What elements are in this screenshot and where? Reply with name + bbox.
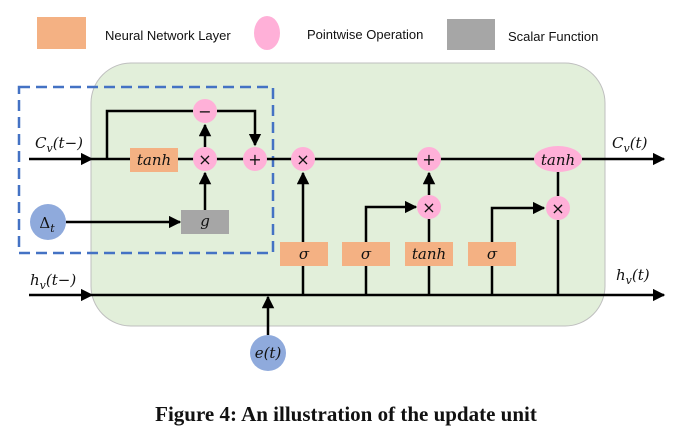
legend-pointwise-label: Pointwise Operation bbox=[307, 27, 423, 42]
svg-text:g: g bbox=[200, 212, 210, 230]
cell-background bbox=[90, 62, 606, 327]
svg-text:Δt: Δt bbox=[39, 214, 55, 235]
svg-text:tanh: tanh bbox=[412, 245, 446, 263]
svg-text:+: + bbox=[422, 150, 435, 169]
legend-scalar-swatch bbox=[447, 19, 495, 50]
legend-pointwise-swatch bbox=[254, 16, 280, 50]
delta-t-input-node: Δt bbox=[30, 204, 66, 240]
g-scalar-function: g bbox=[181, 210, 229, 234]
legend-neural-layer-label: Neural Network Layer bbox=[105, 28, 231, 43]
figure-caption: Figure 4: An illustration of the update … bbox=[155, 402, 537, 426]
sigma-layer-output: σ bbox=[468, 242, 516, 266]
svg-text:×: × bbox=[551, 199, 564, 218]
svg-text:tanh: tanh bbox=[541, 151, 575, 169]
sigma-layer-input: σ bbox=[342, 242, 390, 266]
cell-state-input-label: Cv(t−) bbox=[35, 134, 83, 155]
legend-neural-layer-swatch bbox=[37, 17, 86, 49]
event-input-node: e(t) bbox=[250, 335, 286, 371]
multiply-op-forget: × bbox=[291, 147, 315, 171]
plus-op-decay: + bbox=[243, 147, 267, 171]
tanh-op-output: tanh bbox=[534, 146, 582, 172]
svg-text:σ: σ bbox=[361, 245, 372, 263]
legend: Neural Network Layer Pointwise Operation… bbox=[37, 16, 598, 50]
time-decay-dashed-box bbox=[17, 85, 275, 255]
multiply-op-decay: × bbox=[193, 147, 217, 171]
multiply-op-input: × bbox=[417, 195, 441, 219]
multiply-op-output: × bbox=[546, 196, 570, 220]
svg-text:+: + bbox=[248, 150, 261, 169]
hidden-state-output-label: hv(t) bbox=[616, 266, 650, 287]
sigma-layer-forget: σ bbox=[280, 242, 328, 266]
svg-text:tanh: tanh bbox=[137, 151, 171, 169]
tanh-layer-1: tanh bbox=[130, 148, 178, 172]
svg-text:σ: σ bbox=[299, 245, 310, 263]
svg-text:×: × bbox=[422, 198, 435, 217]
cell-state-output-label: Cv(t) bbox=[612, 134, 648, 155]
tanh-layer-candidate: tanh bbox=[405, 242, 453, 266]
svg-text:×: × bbox=[296, 150, 309, 169]
legend-scalar-label: Scalar Function bbox=[508, 29, 598, 44]
svg-text:e(t): e(t) bbox=[255, 344, 282, 362]
svg-text:−: − bbox=[198, 102, 211, 121]
minus-op: − bbox=[193, 99, 217, 123]
plus-op-update: + bbox=[417, 147, 441, 171]
svg-text:×: × bbox=[198, 150, 211, 169]
hidden-state-input-label: hv(t−) bbox=[30, 271, 76, 292]
svg-text:σ: σ bbox=[487, 245, 498, 263]
